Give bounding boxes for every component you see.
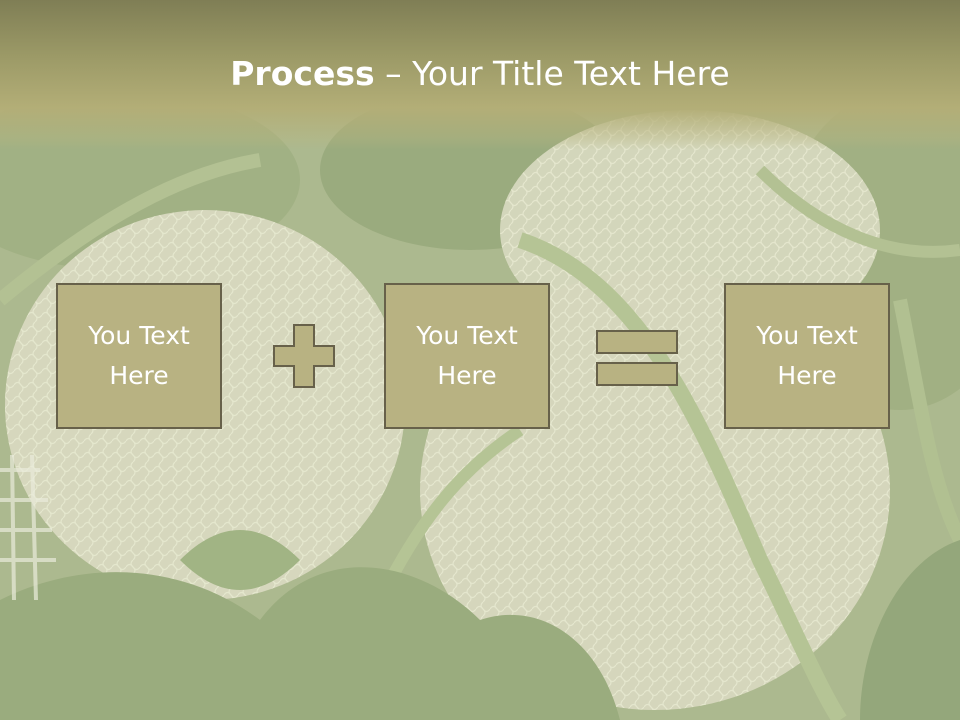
title-bold: Process bbox=[230, 54, 375, 93]
text-box-1[interactable]: You Text Here bbox=[56, 283, 222, 429]
text-box-3[interactable]: You Text Here bbox=[724, 283, 890, 429]
text-box-2-label: You Text Here bbox=[416, 321, 518, 390]
title-rest: Your Title Text Here bbox=[412, 54, 730, 93]
text-box-1-label: You Text Here bbox=[88, 321, 190, 390]
plus-icon bbox=[273, 324, 335, 388]
slide-title: Process – Your Title Text Here bbox=[0, 52, 960, 96]
title-band bbox=[0, 0, 960, 150]
equals-icon bbox=[596, 330, 678, 386]
text-box-3-label: You Text Here bbox=[756, 321, 858, 390]
title-separator: – bbox=[374, 54, 413, 93]
text-box-2[interactable]: You Text Here bbox=[384, 283, 550, 429]
